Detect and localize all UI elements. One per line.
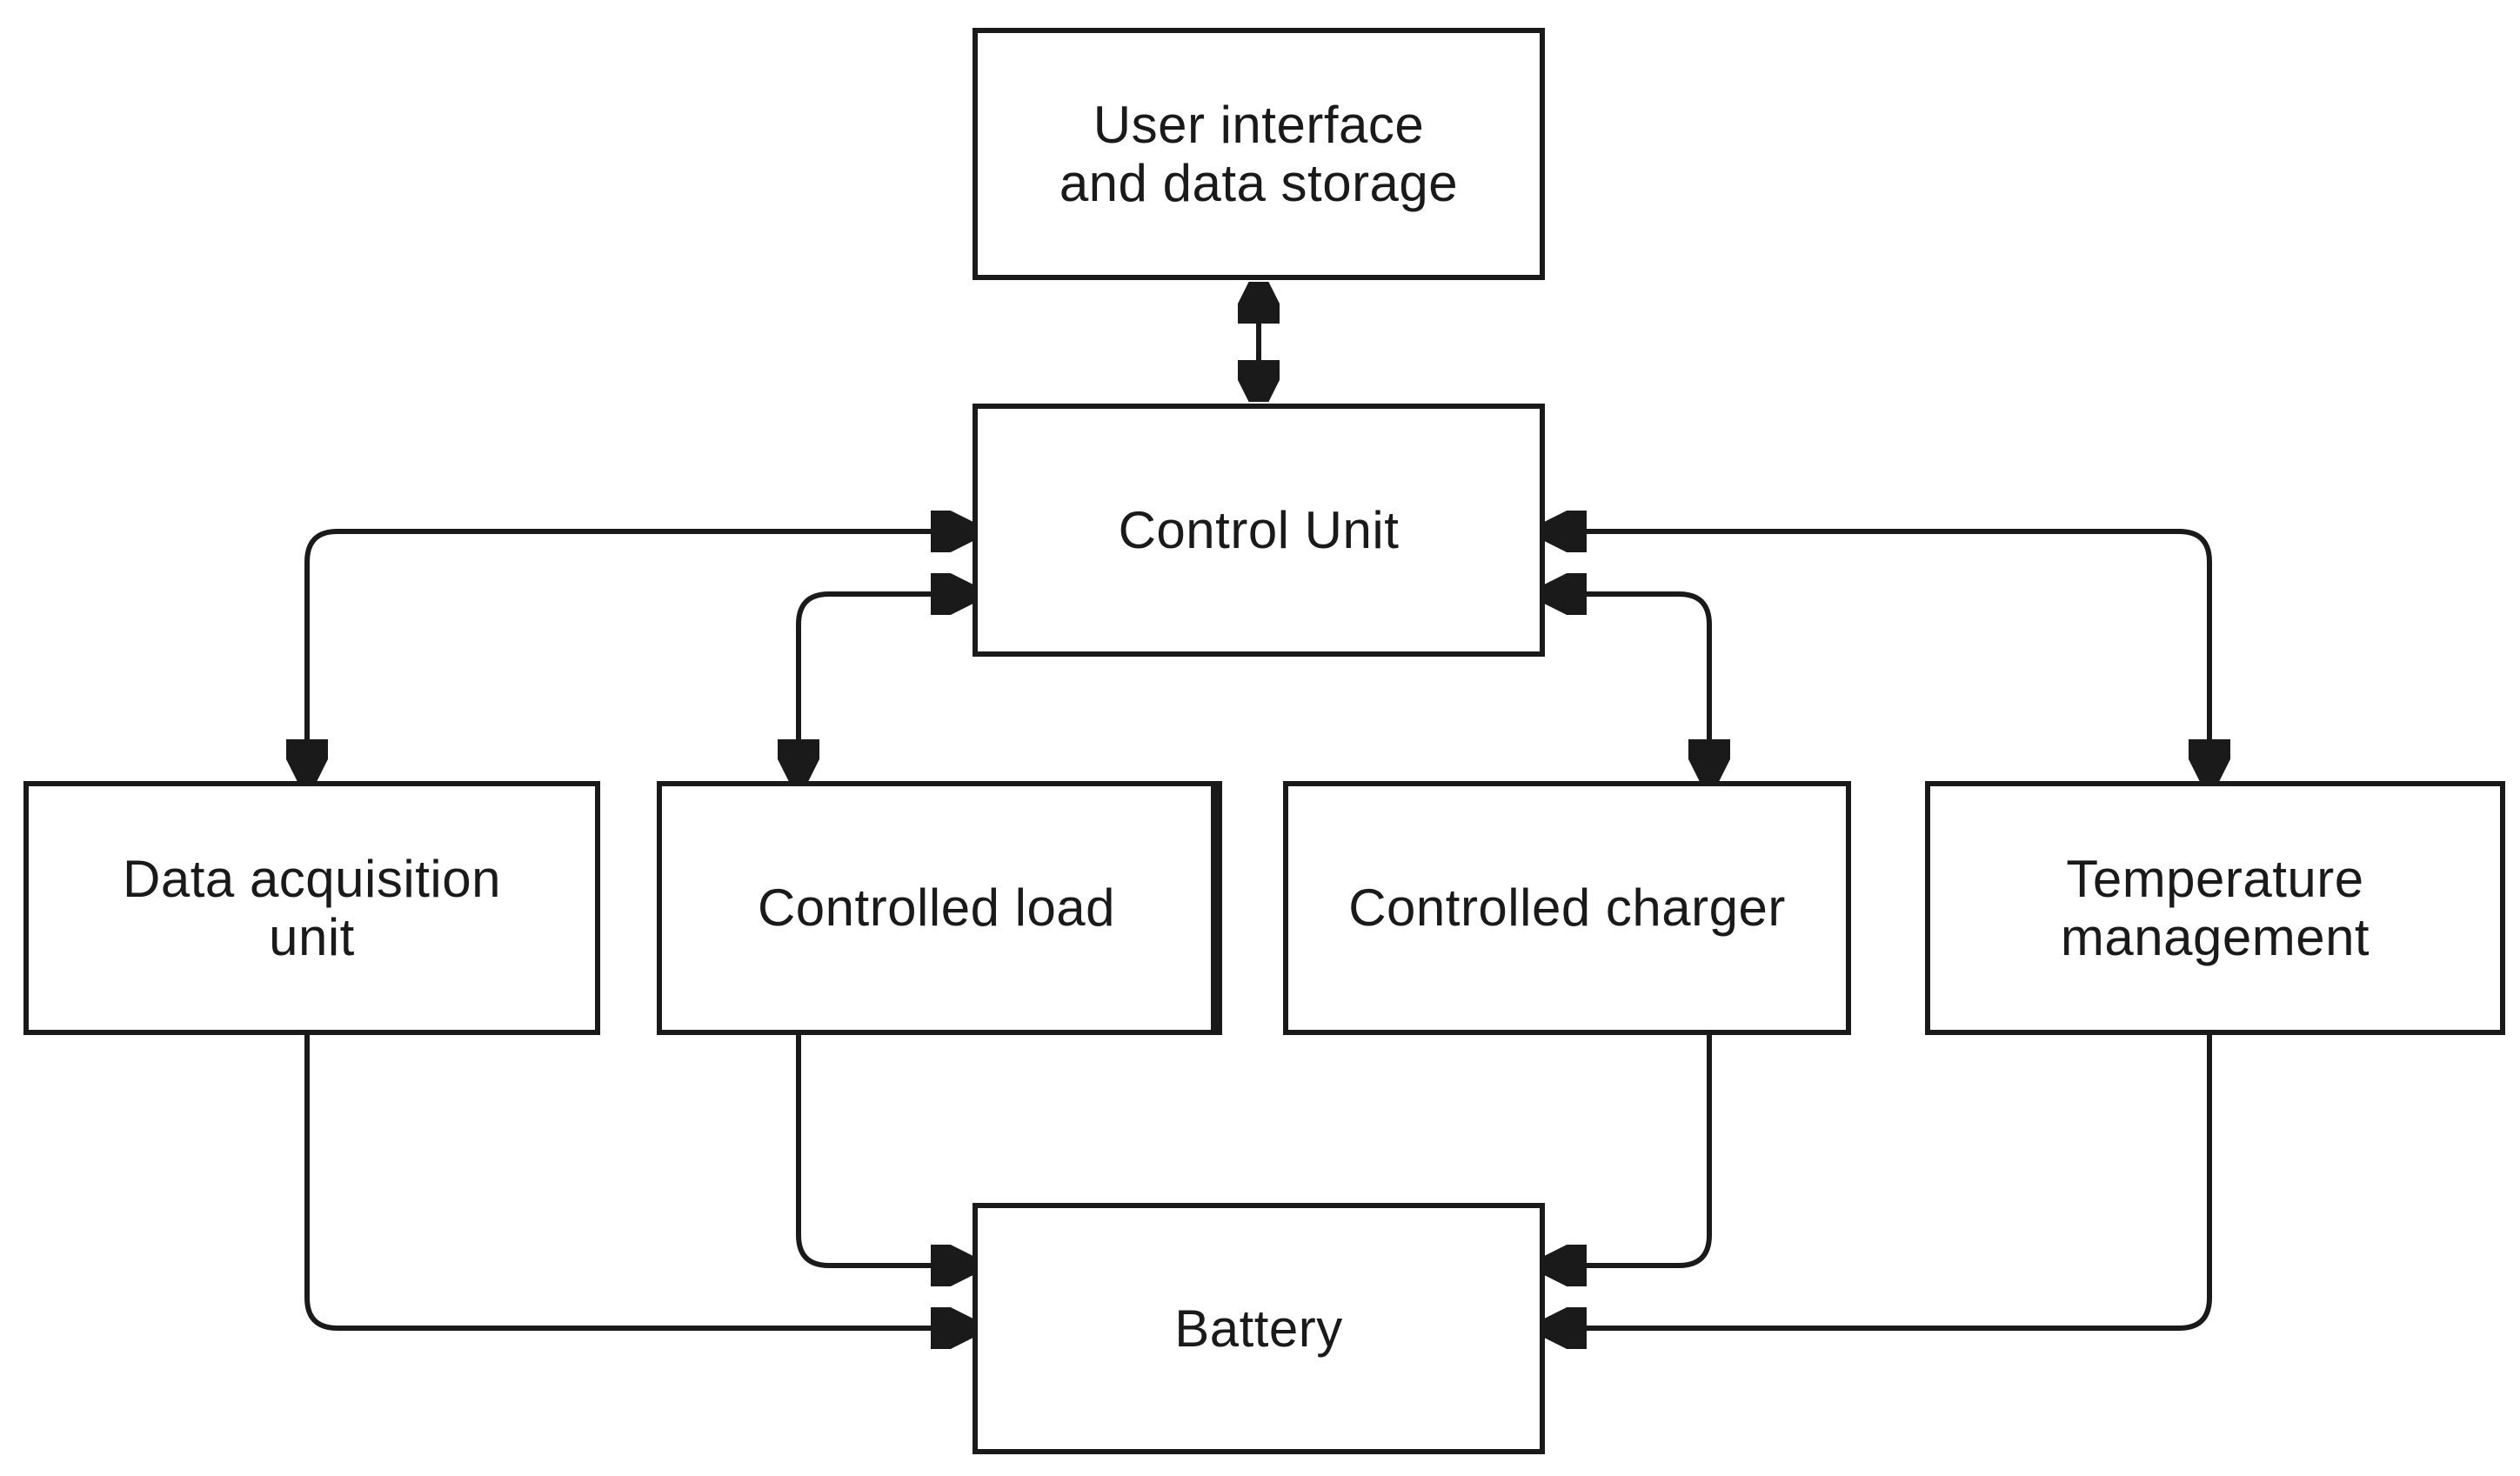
node-label: Controlled charger [1348, 878, 1786, 938]
node-temperature-management: Temperature management [1925, 781, 2505, 1035]
node-controlled-load: Controlled load [657, 781, 1222, 1035]
node-battery: Battery [973, 1203, 1545, 1454]
edge-controlled-load-battery [796, 1035, 969, 1266]
node-user-interface-and-data-storage: User interface and data storage [973, 28, 1545, 280]
edge-data-acquisition-battery [304, 1035, 969, 1328]
edge-controlled-charger-control-unit [1548, 594, 1709, 778]
node-controlled-charger: Controlled charger [1283, 781, 1851, 1035]
node-label: Controlled load [757, 878, 1116, 938]
node-label: Data acquisition unit [123, 849, 501, 966]
edge-controlled-charger-battery [1548, 1035, 1712, 1266]
node-label: Temperature management [2060, 849, 2370, 966]
node-label: Control Unit [1118, 500, 1400, 559]
edge-data-acquisition-control-unit [307, 531, 969, 778]
edge-temperature-management-battery [1548, 1035, 2212, 1328]
node-data-acquisition-unit: Data acquisition unit [23, 781, 600, 1035]
node-label: Battery [1174, 1299, 1343, 1358]
edge-temperature-management-control-unit [1548, 531, 2209, 778]
edge-controlled-load-control-unit [799, 594, 969, 778]
node-label: User interface and data storage [1059, 95, 1459, 212]
node-control-unit: Control Unit [973, 404, 1545, 657]
